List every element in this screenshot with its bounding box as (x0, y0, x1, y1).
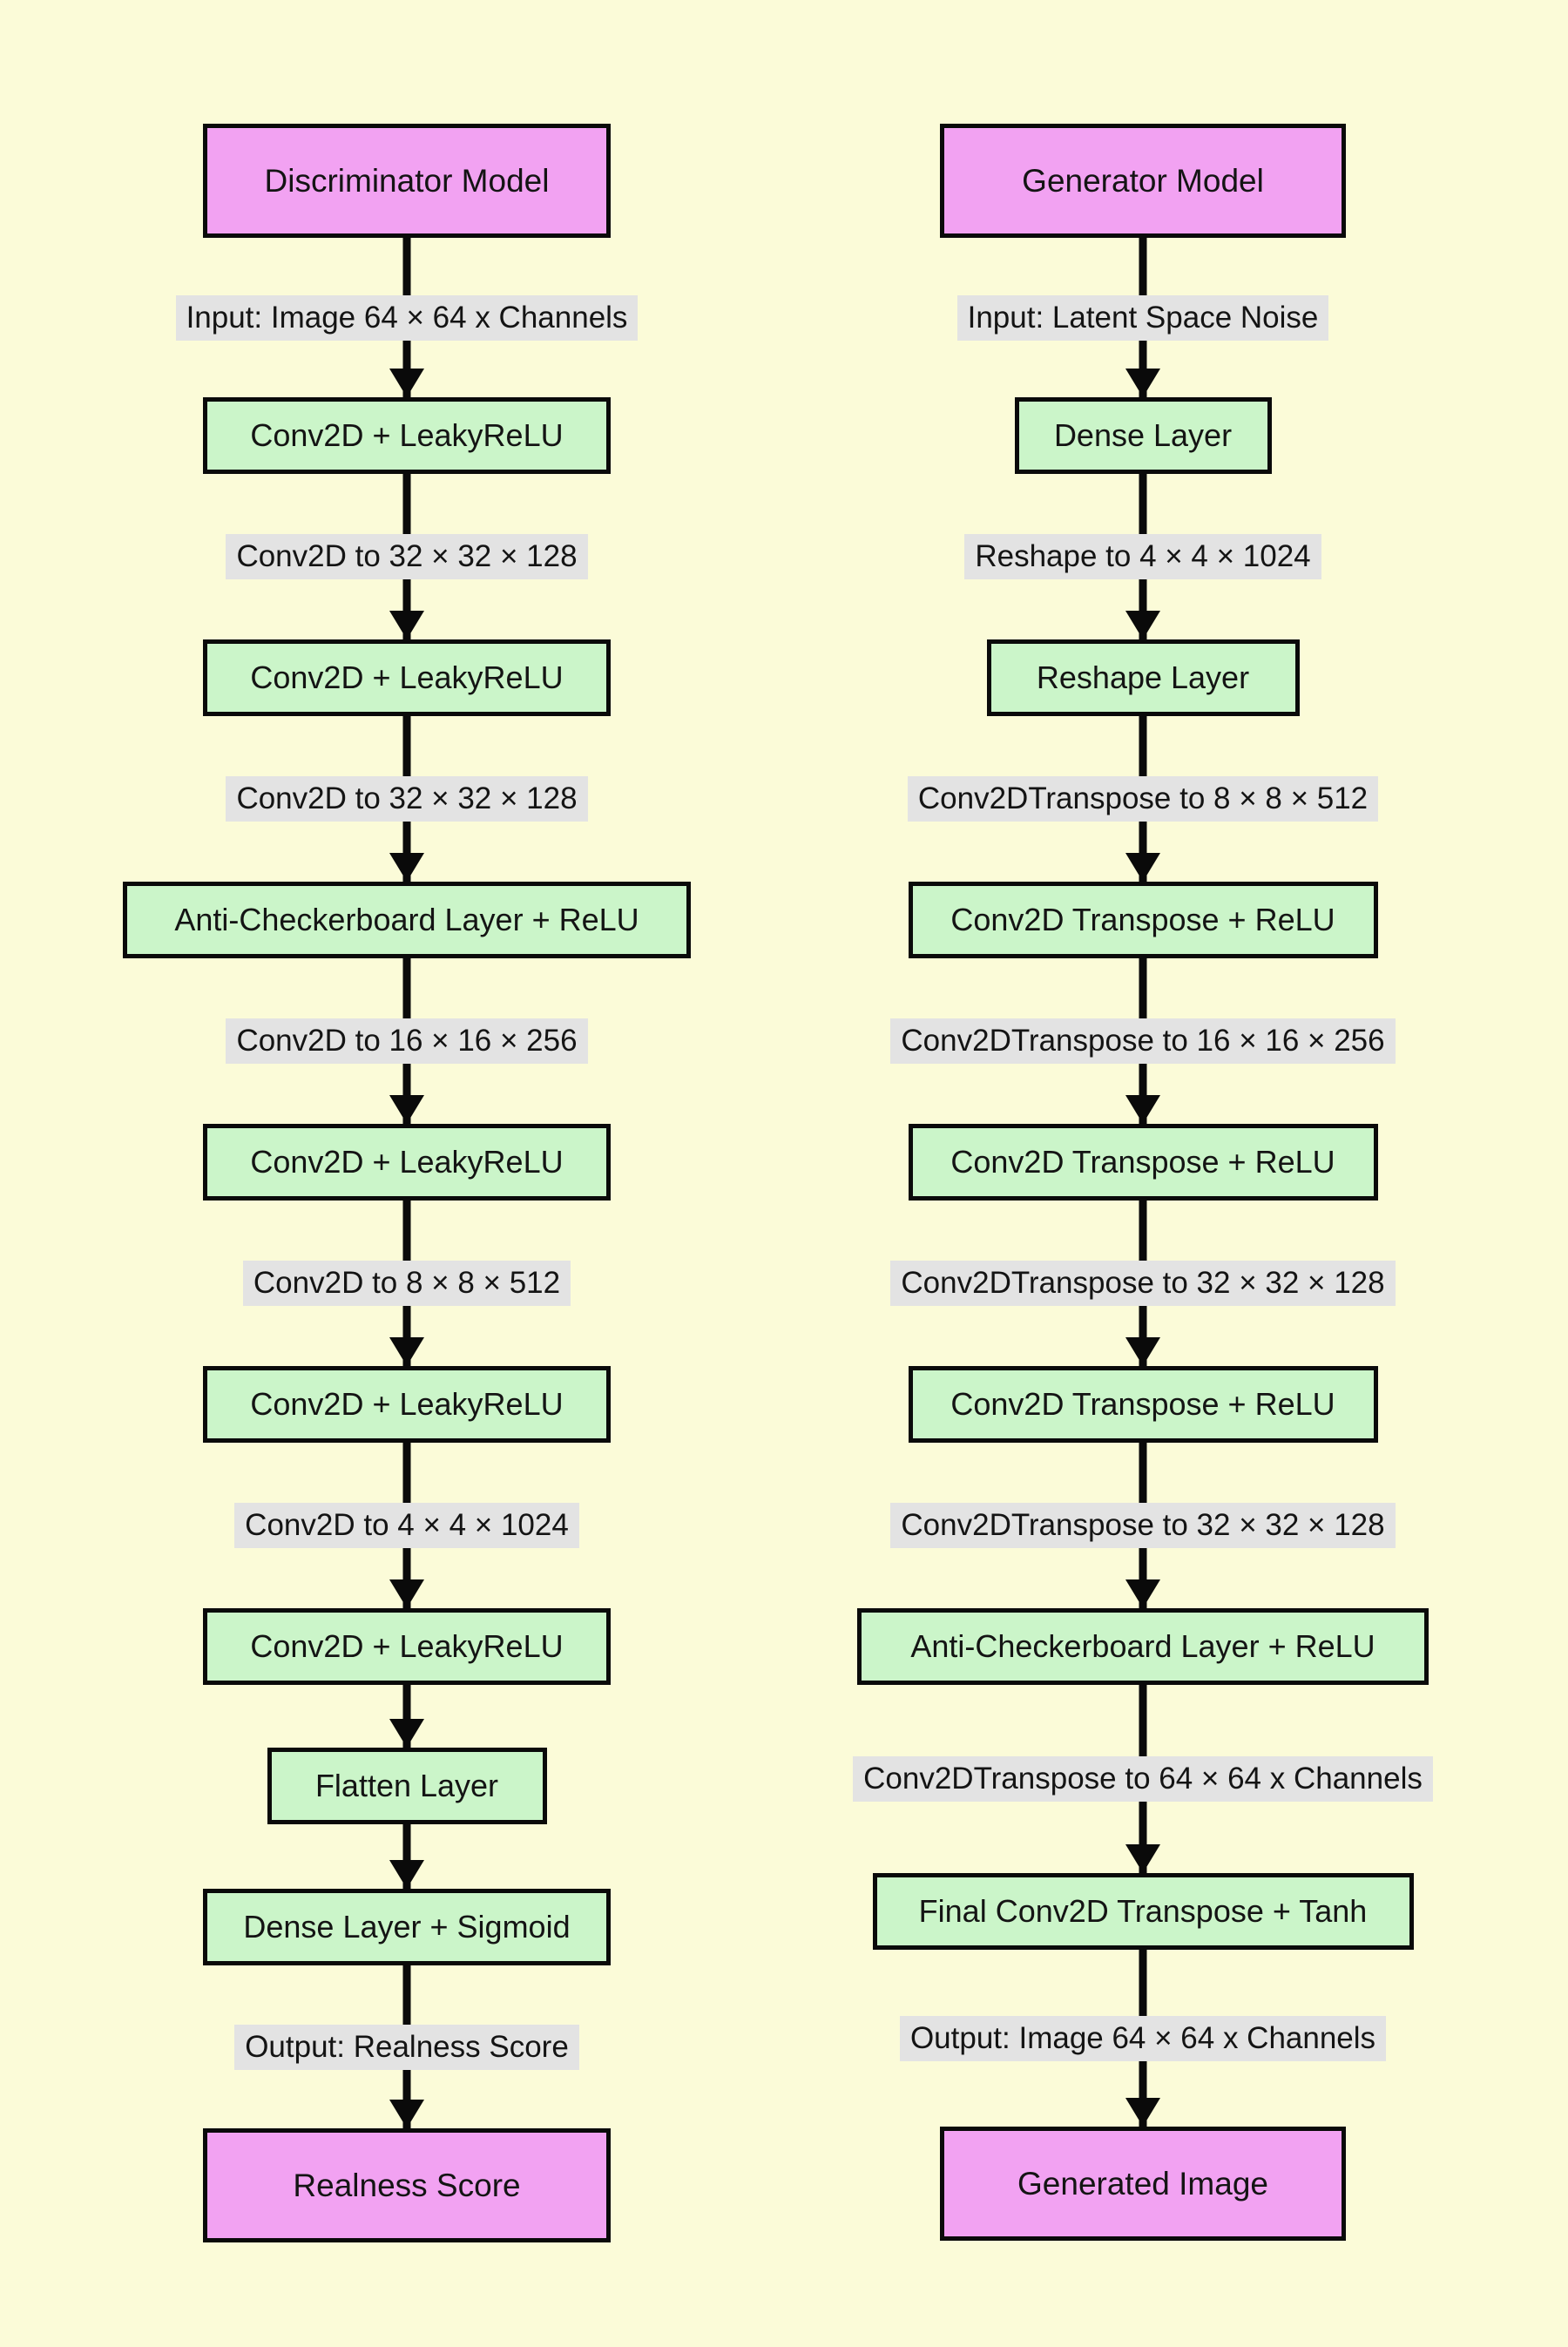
edge-label-input: Input: Latent Space Noise (956, 294, 1329, 341)
generator-flowchart: Generator Model Input: Latent Space Nois… (751, 124, 1535, 2241)
flow-arrow: Conv2D to 8 × 8 × 512 (15, 1201, 799, 1366)
flow-arrow: Conv2D to 32 × 32 × 128 (15, 474, 799, 639)
flow-arrow: Output: Realness Score (15, 1965, 799, 2128)
anti-checkerboard-relu-node: Anti-Checkerboard Layer + ReLU (123, 882, 691, 958)
flow-arrow: Conv2DTranspose to 8 × 8 × 512 (751, 716, 1535, 882)
flow-arrow (15, 1824, 799, 1889)
arrowhead-down-icon (1125, 611, 1160, 639)
arrowhead-down-icon (389, 2100, 424, 2128)
conv2d-transpose-relu-node: Conv2D Transpose + ReLU (908, 1124, 1378, 1201)
arrowhead-down-icon (389, 1095, 424, 1124)
arrowhead-down-icon (389, 611, 424, 639)
arrowhead-down-icon (1125, 1844, 1160, 1873)
reshape-layer-node: Reshape Layer (986, 639, 1300, 716)
flow-arrow: Conv2D to 32 × 32 × 128 (15, 716, 799, 882)
dense-sigmoid-node: Dense Layer + Sigmoid (203, 1889, 611, 1965)
flow-arrow: Input: Image 64 × 64 x Channels (15, 238, 799, 397)
discriminator-flowchart: Discriminator Model Input: Image 64 × 64… (15, 124, 799, 2242)
arrowhead-down-icon (389, 853, 424, 882)
flow-arrow: Conv2D to 16 × 16 × 256 (15, 958, 799, 1124)
arrowhead-down-icon (1125, 1095, 1160, 1124)
arrow-shaft (402, 1824, 411, 1889)
flow-arrow: Conv2DTranspose to 32 × 32 × 128 (751, 1443, 1535, 1608)
conv2d-transpose-relu-node: Conv2D Transpose + ReLU (908, 882, 1378, 958)
discriminator-model-node: Discriminator Model (203, 124, 611, 238)
anti-checkerboard-relu-node: Anti-Checkerboard Layer + ReLU (857, 1608, 1429, 1685)
edge-label: Conv2DTranspose to 32 × 32 × 128 (890, 1261, 1396, 1306)
edge-label: Conv2DTranspose to 8 × 8 × 512 (907, 776, 1379, 822)
conv2d-leakyrelu-node: Conv2D + LeakyReLU (203, 639, 611, 716)
flow-arrow (15, 1685, 799, 1748)
flow-arrow: Conv2D to 4 × 4 × 1024 (15, 1443, 799, 1608)
final-conv2d-transpose-tanh-node: Final Conv2D Transpose + Tanh (872, 1873, 1414, 1950)
arrowhead-down-icon (389, 1579, 424, 1608)
arrowhead-down-icon (389, 1337, 424, 1366)
flow-arrow: Input: Latent Space Noise (751, 238, 1535, 397)
conv2d-leakyrelu-node: Conv2D + LeakyReLU (203, 1366, 611, 1443)
arrowhead-down-icon (389, 1860, 424, 1889)
flow-arrow: Conv2DTranspose to 32 × 32 × 128 (751, 1201, 1535, 1366)
edge-label-output: Output: Image 64 × 64 x Channels (899, 2015, 1387, 2061)
conv2d-leakyrelu-node: Conv2D + LeakyReLU (203, 397, 611, 474)
flow-arrow: Conv2DTranspose to 64 × 64 x Channels (751, 1685, 1535, 1873)
arrowhead-down-icon (1125, 2098, 1160, 2127)
arrowhead-down-icon (1125, 853, 1160, 882)
arrowhead-down-icon (389, 369, 424, 397)
arrowhead-down-icon (1125, 1579, 1160, 1608)
edge-label: Conv2DTranspose to 32 × 32 × 128 (890, 1503, 1396, 1548)
arrowhead-down-icon (1125, 1337, 1160, 1366)
realness-score-node: Realness Score (203, 2128, 611, 2242)
edge-label: Conv2DTranspose to 16 × 16 × 256 (890, 1018, 1396, 1064)
edge-label: Conv2D to 8 × 8 × 512 (242, 1261, 571, 1306)
edge-label: Conv2D to 32 × 32 × 128 (226, 534, 588, 579)
edge-label: Conv2D to 32 × 32 × 128 (226, 776, 588, 822)
dense-layer-node: Dense Layer (1014, 397, 1272, 474)
conv2d-leakyrelu-node: Conv2D + LeakyReLU (203, 1608, 611, 1685)
edge-label: Conv2D to 4 × 4 × 1024 (234, 1503, 579, 1548)
flatten-layer-node: Flatten Layer (267, 1748, 547, 1824)
edge-label-output: Output: Realness Score (234, 2024, 579, 2070)
flow-arrow: Conv2DTranspose to 16 × 16 × 256 (751, 958, 1535, 1124)
conv2d-leakyrelu-node: Conv2D + LeakyReLU (203, 1124, 611, 1201)
flow-arrow: Output: Image 64 × 64 x Channels (751, 1950, 1535, 2127)
edge-label-input: Input: Image 64 × 64 x Channels (175, 294, 639, 341)
arrowhead-down-icon (389, 1719, 424, 1748)
arrow-shaft (402, 1685, 411, 1748)
edge-label: Reshape to 4 × 4 × 1024 (964, 534, 1321, 579)
conv2d-transpose-relu-node: Conv2D Transpose + ReLU (908, 1366, 1378, 1443)
arrowhead-down-icon (1125, 369, 1160, 397)
generator-model-node: Generator Model (940, 124, 1346, 238)
generated-image-node: Generated Image (940, 2127, 1346, 2241)
edge-label: Conv2D to 16 × 16 × 256 (226, 1018, 588, 1064)
edge-label: Conv2DTranspose to 64 × 64 x Channels (853, 1756, 1433, 1802)
flow-arrow: Reshape to 4 × 4 × 1024 (751, 474, 1535, 639)
